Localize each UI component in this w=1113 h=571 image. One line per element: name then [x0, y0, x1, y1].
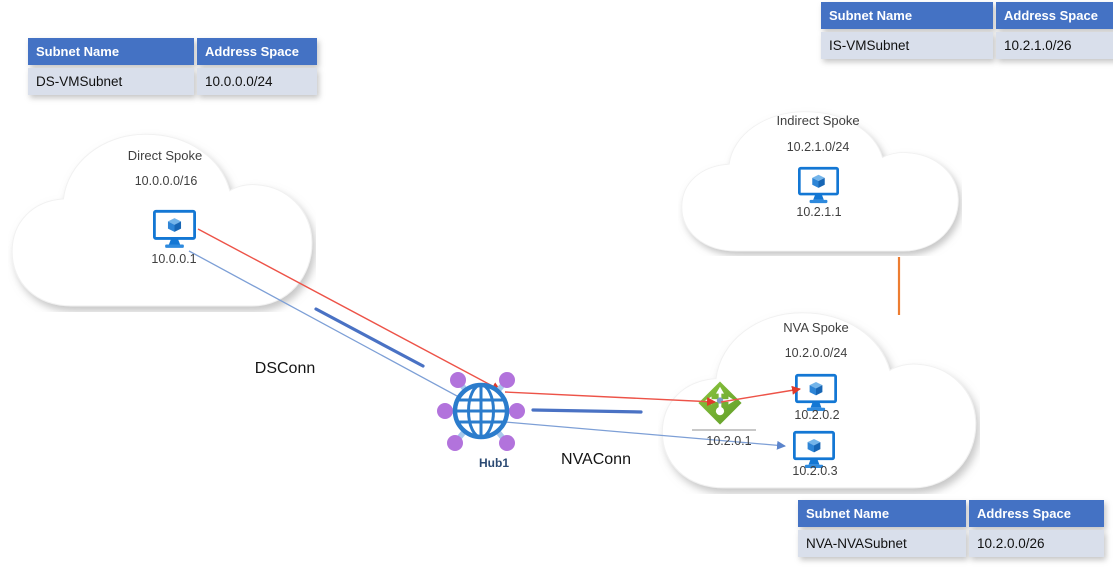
table-header-address-space: Address Space	[197, 38, 317, 65]
nvaconn-label: NVAConn	[561, 451, 631, 468]
direct-spoke-address-space: 10.0.0.0/16	[134, 174, 198, 188]
indirect-spoke-vm-ip: 10.2.1.1	[796, 205, 842, 219]
subnet-table-nva-spoke: Subnet Name Address Space NVA-NVASubnet …	[798, 500, 1104, 557]
subnet-table-direct-spoke: Subnet Name Address Space DS-VMSubnet 10…	[28, 38, 317, 95]
direct-spoke-title: Direct Spoke	[127, 148, 203, 163]
nva-spoke-vm1-ip: 10.2.0.2	[794, 408, 840, 422]
table-cell-subnet-name: DS-VMSubnet	[28, 68, 194, 95]
nva-spoke-address-space: 10.2.0.0/24	[784, 346, 848, 360]
direct-spoke-vm-ip: 10.0.0.1	[151, 252, 197, 266]
dsconn-connection-line	[314, 307, 425, 368]
nva-spoke-vm2-ip: 10.2.0.3	[792, 464, 838, 478]
indirect-spoke-title: Indirect Spoke	[776, 113, 860, 128]
nvaconn-connection-line	[531, 408, 643, 414]
nva-appliance-ip: 10.2.0.1	[706, 434, 752, 448]
red-route-segment-1	[197, 228, 501, 391]
dsconn-label: DSConn	[254, 360, 316, 377]
table-cell-address-space: 10.2.0.0/26	[969, 530, 1104, 557]
table-header-subnet-name: Subnet Name	[28, 38, 194, 65]
hub-label: Hub1	[479, 456, 509, 470]
table-cell-address-space: 10.0.0.0/24	[197, 68, 317, 95]
nva-spoke-title: NVA Spoke	[783, 320, 849, 335]
red-route-segment-2	[504, 391, 716, 407]
hub-globe-icon	[437, 372, 525, 451]
table-header-address-space: Address Space	[996, 2, 1113, 29]
table-header-subnet-name: Subnet Name	[821, 2, 993, 29]
red-route-segment-3	[720, 385, 801, 403]
indirect-spoke-address-space: 10.2.1.0/24	[786, 140, 850, 154]
table-header-address-space: Address Space	[969, 500, 1104, 527]
table-cell-address-space: 10.2.1.0/26	[996, 32, 1113, 59]
subnet-table-indirect-spoke: Subnet Name Address Space IS-VMSubnet 10…	[821, 2, 1113, 59]
table-cell-subnet-name: IS-VMSubnet	[821, 32, 993, 59]
table-header-subnet-name: Subnet Name	[798, 500, 966, 527]
table-cell-subnet-name: NVA-NVASubnet	[798, 530, 966, 557]
